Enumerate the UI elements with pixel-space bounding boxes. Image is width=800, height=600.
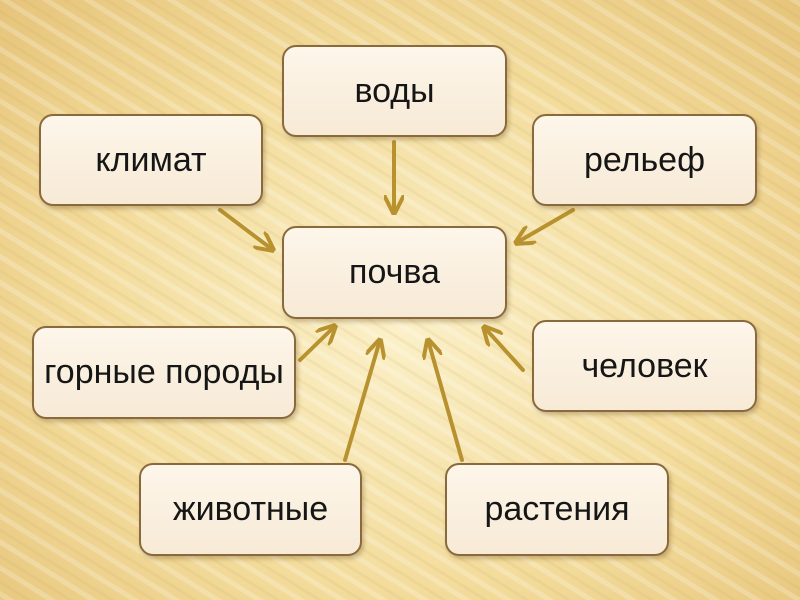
node-gornye-porody: горные породы (32, 326, 296, 419)
arrow-relef-to-pochva (516, 208, 575, 243)
node-relef: рельеф (532, 114, 757, 206)
arrow-rasteniya-to-pochva (428, 340, 464, 462)
node-pochva-center: почва (282, 226, 507, 319)
node-klimat: климат (39, 114, 263, 206)
node-pochva-label: почва (349, 253, 440, 291)
node-chelovek-label: человек (581, 346, 708, 385)
node-vody-label: воды (354, 71, 435, 110)
node-rasteniya-label: растения (484, 490, 630, 528)
arrow-chelovek-to-pochva (484, 327, 525, 372)
node-zhivotnye-label: животные (172, 490, 329, 528)
node-gornye-porody-label: горные породы (44, 353, 284, 391)
arrow-klimat-to-pochva (218, 208, 273, 250)
node-rasteniya: растения (445, 463, 669, 556)
arrow-zhivotnye-to-pochva (343, 340, 380, 462)
node-relef-label: рельеф (583, 140, 706, 179)
node-vody: воды (282, 45, 507, 137)
arrow-gornye-to-pochva (298, 326, 335, 362)
node-klimat-label: климат (95, 140, 207, 179)
node-chelovek: человек (532, 320, 757, 412)
node-zhivotnye: животные (139, 463, 362, 556)
